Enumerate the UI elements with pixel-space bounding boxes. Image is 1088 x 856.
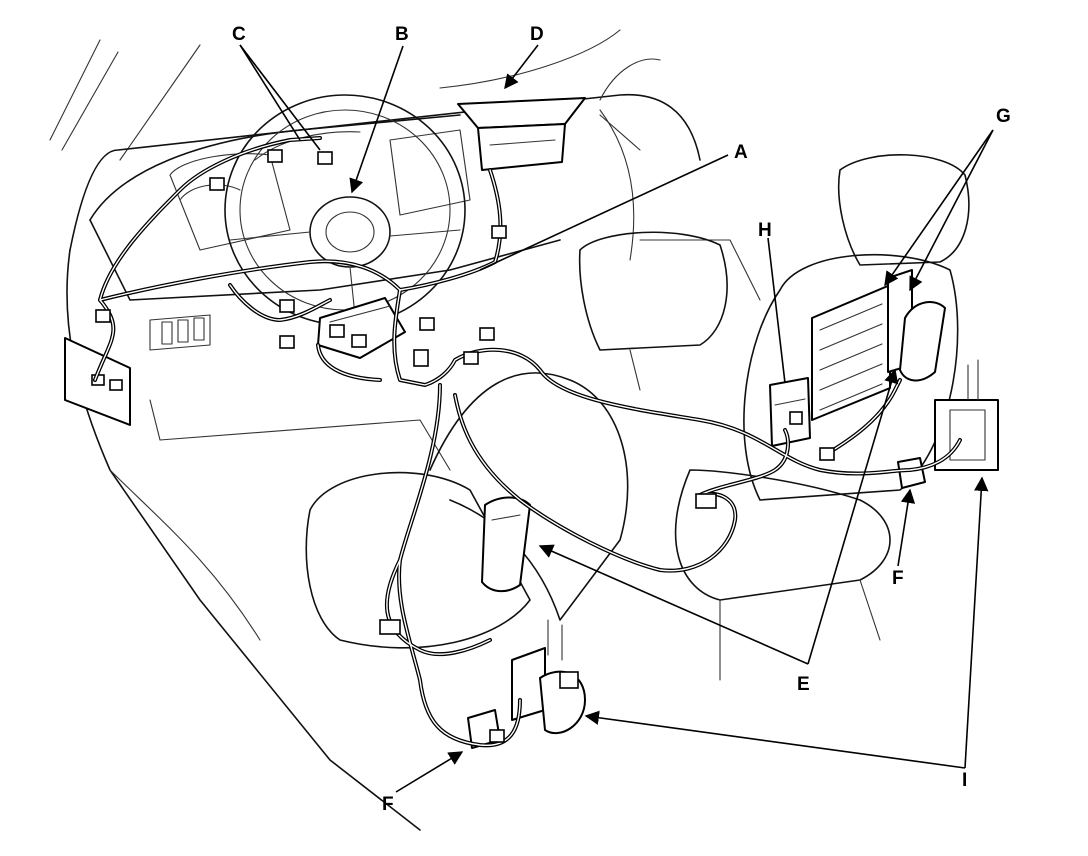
callout-d: D <box>530 24 544 45</box>
vehicle-body-outline <box>49 29 761 831</box>
passenger-seat-belt-tensioner <box>934 359 999 471</box>
driver-seat-belt-tensioner <box>511 619 586 735</box>
callout-e: E <box>797 674 810 695</box>
callout-leaders <box>239 44 994 793</box>
harness-connectors <box>95 149 835 743</box>
callout-h: H <box>758 220 772 241</box>
srs-unit <box>317 297 406 359</box>
passenger-side-airbag <box>899 301 946 382</box>
side-impact-sensor-right <box>897 457 926 489</box>
callout-labels: C B D A G H F E F I <box>232 24 1011 815</box>
left-kick-panel <box>64 337 131 426</box>
wire-harness <box>93 136 962 748</box>
passenger-airbag-module <box>457 97 586 171</box>
callout-i: I <box>962 770 967 791</box>
seat-sensor-mat <box>811 269 913 421</box>
callout-c: C <box>232 24 246 45</box>
callout-a: A <box>734 142 748 163</box>
passenger-seat <box>674 153 970 681</box>
occupant-detection-unit <box>769 377 811 447</box>
steering-wheel <box>224 94 466 326</box>
callout-b: B <box>395 24 409 45</box>
callout-f-right: F <box>892 568 904 589</box>
callout-f-left: F <box>382 794 394 815</box>
callout-g: G <box>996 106 1011 127</box>
driver-side-airbag <box>481 496 531 593</box>
